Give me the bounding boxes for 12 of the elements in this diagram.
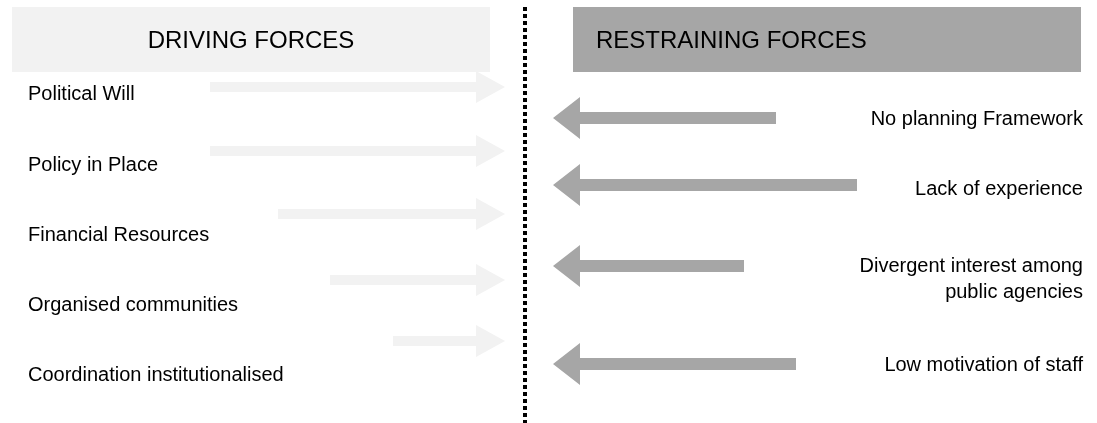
- restraining-forces-header: [573, 7, 1081, 72]
- force-label: Policy in Place: [28, 152, 159, 177]
- header-text: RESTRAINING FORCES: [596, 27, 867, 52]
- force-label: Lack of experience: [915, 176, 1083, 201]
- force-label: Coordination institutionalised: [28, 362, 284, 387]
- header-text: DRIVING FORCES: [147, 27, 355, 52]
- force-label: Financial Resources: [28, 222, 210, 247]
- force-label: No planning Framework: [870, 106, 1083, 131]
- force-label: Organised communities: [28, 292, 239, 317]
- force-label: Divergent interest among public agencies: [858, 253, 1083, 304]
- force-label: Low motivation of staff: [884, 352, 1083, 377]
- force-label: Political Will: [28, 81, 135, 106]
